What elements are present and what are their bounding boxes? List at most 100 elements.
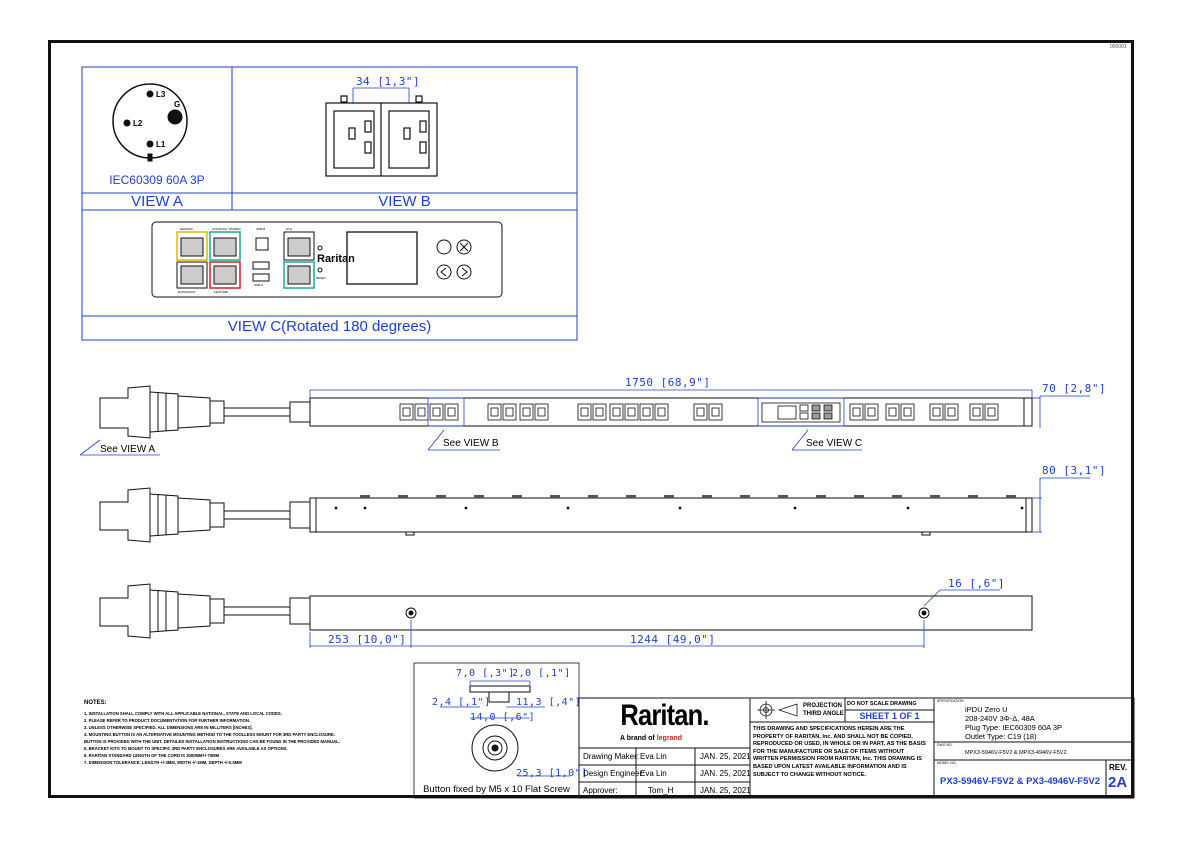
spec-line: Plug Type: IEC60309 60A 3P xyxy=(965,723,1063,732)
side-outlet-tab xyxy=(740,495,750,498)
pin-label-l3: L3 xyxy=(156,90,166,99)
rev-label: REV. xyxy=(1109,763,1127,772)
button-dim-4: 11,3 [,4"] xyxy=(516,697,582,708)
left-offset-dim: 253 [10,0"] xyxy=(328,633,407,646)
logo-subtitle: A brand of legrand xyxy=(620,735,682,742)
outlet-pair xyxy=(487,403,517,421)
button-dim-3: 2,4 [,1"] xyxy=(432,697,491,708)
side-outlet-tab xyxy=(1006,495,1016,498)
note-line: 1. INSTALLATION SHALL COMPLY WITH ALL AP… xyxy=(84,711,282,716)
port-label-eth: ETH xyxy=(286,227,292,231)
approver-label: Approver: xyxy=(583,786,618,795)
button-dim-6: 25,3 [1,0"] xyxy=(516,768,588,779)
outlet-pair xyxy=(639,403,669,421)
outlet-pair xyxy=(519,403,549,421)
depth-dim: 70 [2,8"] xyxy=(1042,382,1107,395)
side-mount-dot xyxy=(334,506,338,510)
panel-brand: Raritan xyxy=(317,253,355,265)
projection-label: PROJECTION xyxy=(803,703,843,709)
callout-view-b: See VIEW B xyxy=(443,438,499,449)
engineer-name: Eva Lin xyxy=(640,769,667,778)
button-dim-2: 2,0 [,1"] xyxy=(512,668,571,679)
note-line: BUTTON IS PROVIDED WITH THE UNIT. DETAIL… xyxy=(84,739,340,744)
maker-label: Drawing Maker: xyxy=(583,752,640,761)
side-outlet-tab xyxy=(778,495,788,498)
hole-dim: 16 [,6"] xyxy=(948,577,1005,590)
callout-view-c: See VIEW C xyxy=(806,438,863,449)
side-outlet-tab xyxy=(398,495,408,498)
view-b-title: VIEW B xyxy=(378,193,431,210)
raritan-logo: Raritan. xyxy=(620,699,709,732)
maker-date: JAN. 25, 2021 xyxy=(700,752,751,761)
projection-symbol xyxy=(757,701,798,719)
spec-line: 208-240V 3Φ-Δ, 48A xyxy=(965,714,1035,723)
note-line: 5. BRACKET KITS TO MOUNT TO SPECIFIC 3RD… xyxy=(84,746,288,751)
side-outlet-tab xyxy=(702,495,712,498)
note-line: 4. MOUNTING BUTTON IS AN ALTERNATIVE MOU… xyxy=(84,732,335,737)
pin-label-g: G xyxy=(174,100,181,109)
front-outlets xyxy=(399,403,999,421)
port-label-usb-a: USB-A xyxy=(254,283,264,287)
side-outlet-tab xyxy=(360,495,370,498)
callout-view-a: See VIEW A xyxy=(100,444,156,455)
approver-name: Tom_H xyxy=(648,786,674,795)
side-outlet-tab xyxy=(550,495,560,498)
front-controller xyxy=(761,402,841,423)
corner-code: 000001 xyxy=(1110,44,1127,50)
side-mount-dot xyxy=(363,506,367,510)
drawing-frame xyxy=(48,40,1134,798)
title-block-lines xyxy=(578,697,1135,799)
sheet-label: SHEET 1 OF 1 xyxy=(859,711,920,721)
side-outlet-tab xyxy=(626,495,636,498)
hole-spacing-dim: 1244 [49,0"] xyxy=(630,633,716,646)
side-outlet-tab xyxy=(588,495,598,498)
side-mount-dot xyxy=(566,506,570,510)
button-dim-5: 14,0 [,6"] xyxy=(470,712,536,723)
view-a-title: VIEW A xyxy=(131,193,183,210)
port-label-expansion: EXPANSION xyxy=(178,290,196,294)
port-label-sensor: SENSOR xyxy=(180,227,193,231)
view-b-outlets xyxy=(325,95,438,177)
port-label-usb-b: USB-B xyxy=(256,227,266,231)
spec-line: Outlet Type: C19 (18) xyxy=(965,732,1037,741)
legrand-mark: legrand xyxy=(656,735,682,742)
rev-value: 2A xyxy=(1108,774,1128,791)
button-dim-1: 7,0 [,3"] xyxy=(456,668,515,679)
side-mount-dot xyxy=(906,506,910,510)
side-mount-dot xyxy=(793,506,797,510)
side-mount-dot xyxy=(1020,506,1024,510)
view-b-width-dim: 34 [1,3"] xyxy=(356,75,421,88)
port-label-feature: FEATURE xyxy=(214,290,228,294)
pin-label-l2: L2 xyxy=(133,119,143,128)
side-mount-dot xyxy=(678,506,682,510)
spec-label: SPECIFICATION xyxy=(937,699,964,703)
spec-lines: iPDU Zero U 208-240V 3Φ-Δ, 48A Plug Type… xyxy=(965,705,1062,741)
outlet-pair xyxy=(577,403,607,421)
projection-angle: THIRD ANGLE xyxy=(803,711,844,717)
side-outlet-tab xyxy=(816,495,826,498)
approver-date: JAN. 25, 2021 xyxy=(700,786,751,795)
note-line: 2. PLEASE REFER TO PRODUCT DOCUMENTATION… xyxy=(84,718,251,723)
side-outlet-tab xyxy=(436,495,446,498)
side-outlet-tab xyxy=(892,495,902,498)
note-line: 7. DIMENSION TOLERANCE: LENGTH +/-3MM, W… xyxy=(84,760,242,765)
back-view xyxy=(99,583,1033,639)
model-number: PX3-5946V-F5V2 & PX3-4946V-F5V2 xyxy=(940,776,1101,787)
outlet-pair xyxy=(885,403,915,421)
side-outlet-tab xyxy=(930,495,940,498)
disclaimer: THIS DRAWING AND SPECIFICATIONS HEREIN A… xyxy=(753,726,926,778)
dwg-number: MPX3-5946V-F5V2 & MPX3-4946V-F5V2 xyxy=(965,750,1067,756)
pin-label-l1: L1 xyxy=(156,140,166,149)
engineer-date: JAN. 25, 2021 xyxy=(700,769,751,778)
view-c-panel xyxy=(151,221,503,298)
port-label-reset: RESET xyxy=(316,276,327,280)
spec-line: iPDU Zero U xyxy=(965,705,1008,714)
model-label: MODEL NO. xyxy=(937,761,957,765)
outlet-pair xyxy=(929,403,959,421)
side-outlet-tab xyxy=(664,495,674,498)
outlet-pair xyxy=(969,403,999,421)
height-dim: 80 [3,1"] xyxy=(1042,464,1107,477)
front-view xyxy=(99,385,1033,439)
view-c-title: VIEW C(Rotated 180 degrees) xyxy=(227,318,432,335)
